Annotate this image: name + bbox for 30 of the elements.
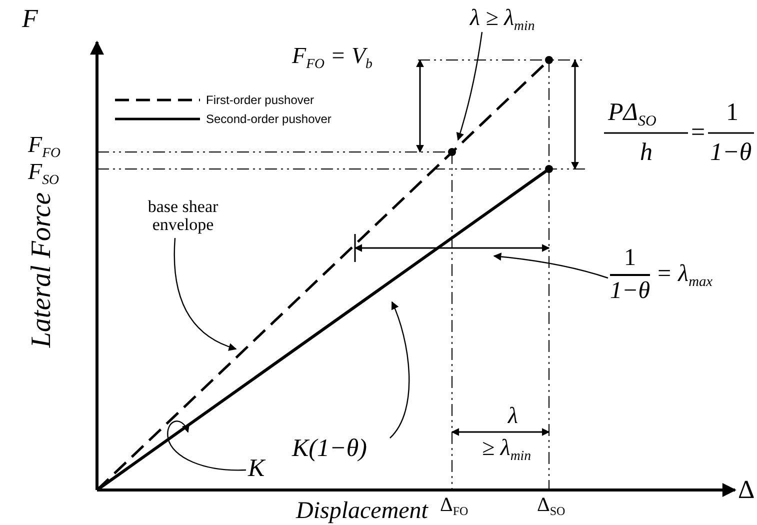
axis-label: F — [22, 6, 38, 32]
axis-label: Δ — [738, 477, 755, 503]
leader-label: K — [248, 456, 265, 482]
math-label: λ — [508, 404, 518, 427]
leader-label: K(1−θ) — [292, 436, 367, 462]
fraction-denominator: 1−θ — [610, 278, 650, 304]
math-label: F$_{SO}$ — [28, 160, 59, 183]
math-label: Δ$_{SO}$ — [537, 495, 566, 515]
math-label: Δ$_{FO}$ — [440, 495, 468, 515]
legend-text: Second-order pushover — [206, 112, 332, 126]
leader-line — [174, 238, 237, 350]
leader-line — [456, 32, 483, 141]
legend-text: First-order pushover — [206, 92, 314, 106]
axis-title: Displacement — [296, 499, 428, 523]
math-label: F$_{FO}$ = V$_{b}$ — [292, 44, 372, 67]
fraction-numerator: 1 — [726, 100, 738, 125]
math-label: F$_{FO}$ — [28, 133, 60, 156]
leader-line — [493, 252, 608, 279]
fraction-denominator: 1−θ — [710, 140, 752, 165]
fraction-numerator: PΔ$_{SO}$ — [608, 100, 656, 125]
fraction-denominator: h — [640, 140, 652, 165]
axis-title: Lateral Force — [28, 192, 56, 348]
leader-label: base shear envelope — [146, 198, 220, 234]
leader-label: λ ≥ λ$_{min}$ — [470, 6, 535, 30]
leader-line — [390, 301, 410, 438]
fraction-numerator: 1 — [624, 246, 636, 272]
math-label: = λ$_{max}$ — [656, 262, 713, 288]
math-label: ≥ λ$_{min}$ — [482, 436, 532, 459]
leader-line — [167, 420, 246, 471]
equals-sign: = — [691, 120, 706, 145]
